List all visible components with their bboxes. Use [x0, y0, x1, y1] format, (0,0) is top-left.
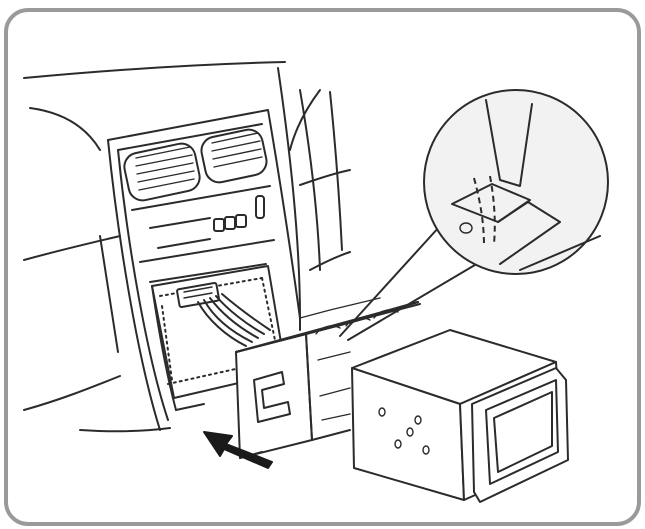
radio-unit	[351, 329, 569, 503]
air-vent-left	[123, 142, 201, 202]
wire-harness	[176, 281, 271, 347]
radio-buttons	[213, 195, 265, 232]
air-vent-right	[200, 128, 268, 184]
magnifier-callout-icon	[339, 89, 609, 341]
mounting-holes	[378, 407, 430, 455]
dashboard	[23, 61, 351, 433]
center-console	[107, 109, 301, 431]
insert-direction-arrow-icon	[203, 431, 273, 469]
